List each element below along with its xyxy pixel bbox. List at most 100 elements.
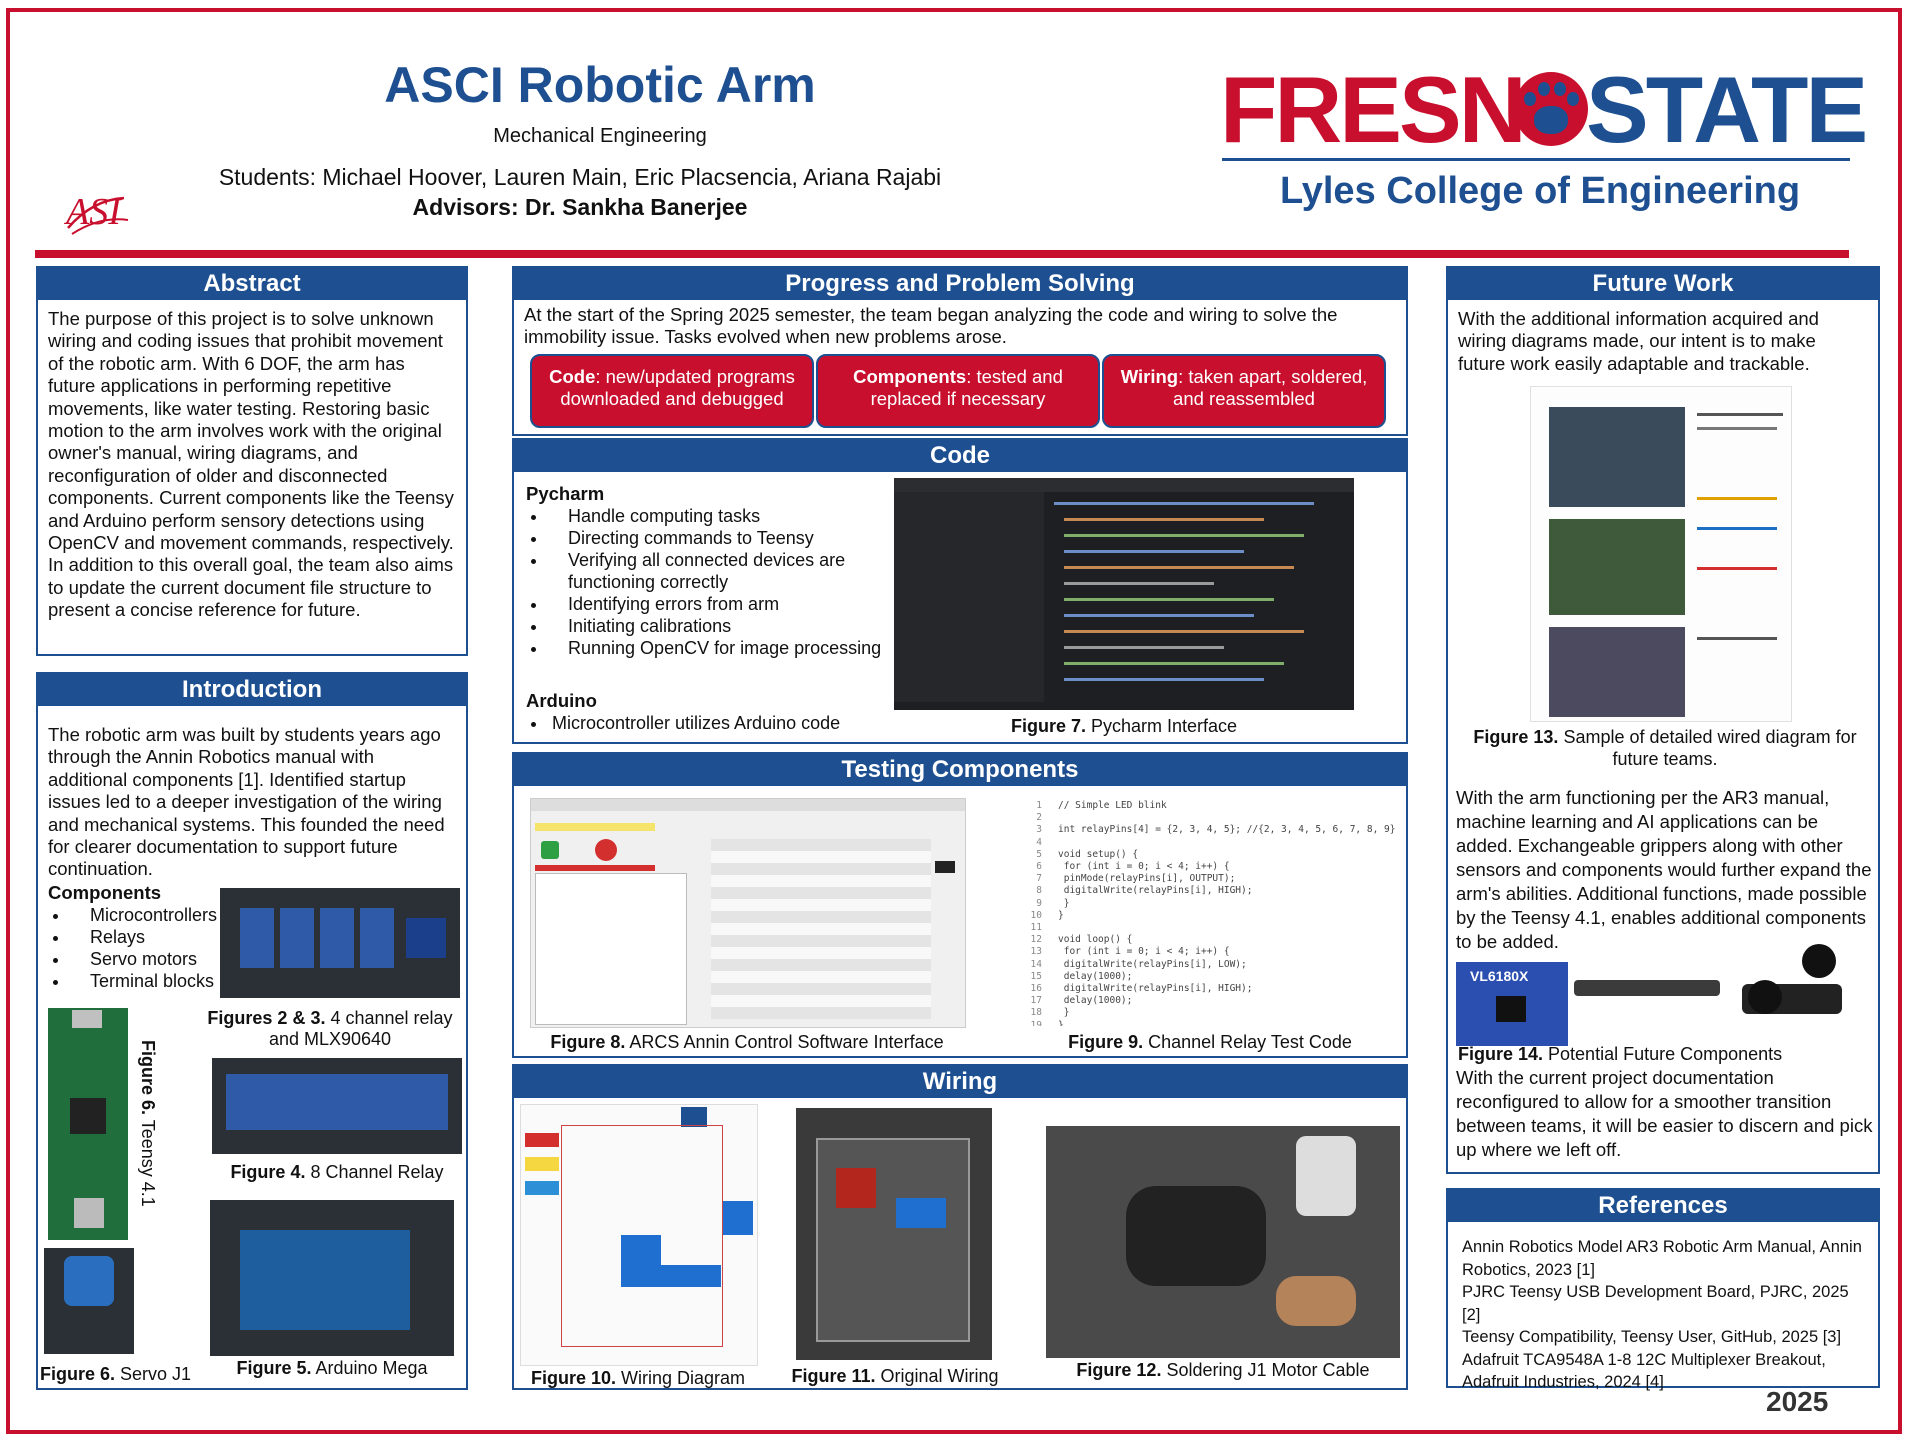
reference-item: Annin Robotics Model AR3 Robotic Arm Man…: [1462, 1238, 1862, 1279]
paw-icon: [1514, 72, 1588, 146]
fig4-caption: Figure 4. 8 Channel Relay: [230, 1162, 444, 1182]
asci-logo: ASI: [62, 180, 132, 240]
students: Students: Michael Hoover, Lauren Main, E…: [218, 164, 942, 190]
fig9-caption: Figure 9. Channel Relay Test Code: [1068, 1032, 1352, 1052]
detailed-wiring-diagram: [1530, 386, 1792, 722]
pycharm-list: Handle computing tasks Directing command…: [526, 505, 888, 659]
arduino-heading: Arduino: [526, 690, 597, 711]
fresno-logo-right: STATE: [1586, 57, 1868, 162]
pycharm-screenshot: [894, 478, 1354, 710]
soldering-photo: [1046, 1126, 1400, 1358]
testing-heading: Testing Components: [514, 754, 1406, 786]
poster-title: ASCI Robotic Arm: [384, 57, 816, 113]
arcs-software-screenshot: [530, 798, 966, 1028]
progress-box-wiring: Wiring: taken apart, soldered, and reass…: [1102, 354, 1386, 428]
abstract-heading: Abstract: [38, 268, 466, 300]
code-line: 14 digitalWrite(relayPins[i], LOW);: [1030, 958, 1247, 970]
future-text-1: With the additional information acquired…: [1458, 308, 1819, 374]
fig6-vertical-caption: Figure 6. Teensy 4.1: [138, 1040, 158, 1207]
fig10-caption: Figure 10. Wiring Diagram: [530, 1368, 746, 1388]
fig11-caption: Figure 11. Original Wiring: [791, 1366, 999, 1386]
relay-8ch-photo: [212, 1058, 462, 1154]
fresno-state-logo: FRESN STATE: [1220, 57, 1868, 162]
future-text-2: With the arm functioning per the AR3 man…: [1456, 787, 1872, 952]
references-heading: References: [1448, 1190, 1878, 1222]
fig13-caption: Figure 13. Sample of detailed wired diag…: [1473, 727, 1857, 769]
vl6180x-sensor-photo: VL6180X: [1456, 962, 1568, 1046]
code-line: 13 for (int i = 0; i < 4; i++) {: [1030, 946, 1230, 958]
reference-item: Teensy Compatibility, Teensy User, GitHu…: [1462, 1328, 1842, 1346]
pycharm-item: Initiating calibrations: [548, 615, 888, 637]
arduino-mega-photo: [210, 1200, 454, 1356]
college-name: Lyles College of Engineering: [1279, 170, 1801, 212]
progress-heading: Progress and Problem Solving: [514, 268, 1406, 300]
arduino-list: Microcontroller utilizes Arduino code: [526, 712, 908, 734]
flex-sensor-photo: [1574, 980, 1720, 996]
future-work-heading: Future Work: [1448, 268, 1878, 300]
abstract-panel: Abstract The purpose of this project is …: [36, 266, 468, 656]
code-line: 10}: [1030, 909, 1064, 921]
code-line: 2: [1036, 812, 1042, 824]
code-line: 15 delay(1000);: [1030, 970, 1133, 982]
poster-frame: [6, 8, 1902, 1434]
pycharm-item: Verifying all connected devices are func…: [548, 549, 888, 593]
component-item: Relays: [70, 926, 240, 948]
component-item: Terminal blocks: [70, 970, 240, 992]
reference-item: Adafruit TCA9548A 1-8 12C Multiplexer Br…: [1462, 1350, 1826, 1392]
references-list: Annin Robotics Model AR3 Robotic Arm Man…: [1448, 1222, 1878, 1394]
code-line: 6 for (int i = 0; i < 4; i++) {: [1036, 861, 1230, 873]
component-item: Servo motors: [70, 948, 240, 970]
fig6b-caption: Figure 6. Servo J1: [40, 1364, 192, 1384]
pycharm-item: Handle computing tasks: [548, 505, 888, 527]
pycharm-heading: Pycharm: [526, 483, 605, 504]
camera-module-photo: [1732, 940, 1852, 1042]
fresno-logo-left: FRESN: [1220, 57, 1527, 162]
code-line: 1// Simple LED blink: [1036, 800, 1167, 811]
original-wiring-photo: [796, 1108, 992, 1360]
wiring-heading: Wiring: [514, 1066, 1406, 1098]
code-line: 19}: [1030, 1019, 1064, 1026]
sensor-label: VL6180X: [1470, 968, 1529, 984]
fig14-caption: Figure 14. Potential Future Components: [1458, 1044, 1783, 1064]
department: Mechanical Engineering: [493, 125, 707, 147]
introduction-text: The robotic arm was built by students ye…: [48, 724, 445, 880]
fig7-caption: Figure 7. Pycharm Interface: [1010, 716, 1238, 736]
advisors: Advisors: Dr. Sankha Banerjee: [412, 194, 748, 220]
code-line: 11: [1030, 922, 1042, 934]
references-panel: References Annin Robotics Model AR3 Robo…: [1446, 1188, 1880, 1391]
future-text-3: With the current project documentation r…: [1456, 1067, 1873, 1160]
components-heading: Components: [48, 882, 162, 903]
pycharm-item: Identifying errors from arm: [548, 593, 888, 615]
servo-photo: [44, 1248, 134, 1354]
fig23-caption: Figures 2 & 3. 4 channel relay and MLX90…: [207, 1008, 453, 1049]
components-list: Microcontrollers Relays Servo motors Ter…: [48, 904, 240, 992]
abstract-text: The purpose of this project is to solve …: [48, 308, 454, 621]
asci-logo-text: ASI: [63, 191, 123, 233]
header-divider: [35, 250, 1849, 258]
code-line: 16 digitalWrite(relayPins[i], HIGH);: [1030, 983, 1253, 995]
introduction-heading: Introduction: [38, 674, 466, 706]
component-item: Microcontrollers: [70, 904, 240, 926]
code-line: 8 digitalWrite(relayPins[i], HIGH);: [1036, 885, 1253, 897]
code-line: 4: [1036, 836, 1042, 848]
code-line: 18 }: [1030, 1007, 1070, 1019]
year-label: 2025: [1766, 1386, 1829, 1417]
fig12-caption: Figure 12. Soldering J1 Motor Cable: [1076, 1360, 1370, 1380]
relay-4ch-photo: [220, 888, 460, 998]
code-line: 17 delay(1000);: [1030, 995, 1133, 1007]
reference-item: PJRC Teensy USB Development Board, PJRC,…: [1462, 1283, 1849, 1324]
code-heading: Code: [514, 440, 1406, 472]
code-line: 9 }: [1036, 897, 1070, 909]
code-line: 7 pinMode(relayPins[i], OUTPUT);: [1036, 873, 1236, 885]
progress-box-components: Components: tested and replaced if neces…: [816, 354, 1100, 428]
pycharm-item: Directing commands to Teensy: [548, 527, 888, 549]
fig5-caption: Figure 5. Arduino Mega: [236, 1358, 428, 1378]
pycharm-item: Running OpenCV for image processing: [548, 637, 888, 659]
logo-underline: [1222, 158, 1850, 161]
arduino-item: Microcontroller utilizes Arduino code: [548, 712, 908, 734]
progress-box-code: Code: new/updated programs downloaded an…: [530, 354, 814, 428]
